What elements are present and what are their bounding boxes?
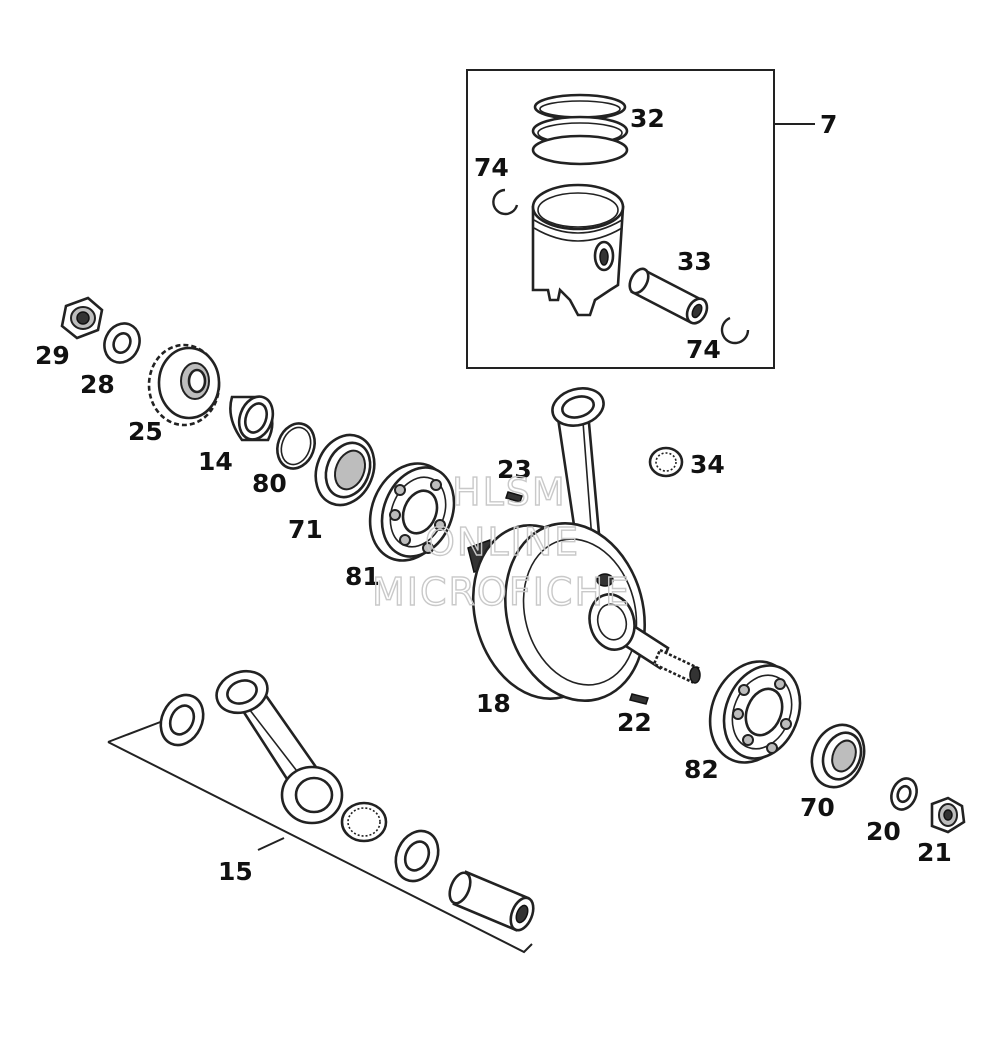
label-15: 15 xyxy=(218,857,253,886)
key-part-22 xyxy=(629,693,649,705)
label-18: 18 xyxy=(476,689,511,718)
seal-part-70 xyxy=(810,723,866,789)
bearing-part-81 xyxy=(368,462,456,562)
label-20: 20 xyxy=(866,817,901,846)
piston-kit-group: 32 74 33 74 xyxy=(466,69,815,369)
label-7: 7 xyxy=(820,110,837,139)
label-22: 22 xyxy=(617,708,652,737)
piston-part xyxy=(531,183,625,317)
conrod-part xyxy=(215,669,344,825)
gear-part-25 xyxy=(147,343,221,427)
seal-part-71 xyxy=(314,433,376,507)
label-71: 71 xyxy=(288,515,323,544)
spacer-part-14 xyxy=(229,395,275,442)
label-74-upper: 74 xyxy=(474,153,509,182)
o-ring-part-80 xyxy=(276,422,316,470)
needle-bearing-part-34 xyxy=(648,446,684,478)
watermark-line-3: MICROFICHE xyxy=(372,570,631,614)
watermark-line-1: HLSM xyxy=(452,470,567,514)
nut-part-21 xyxy=(930,796,966,834)
bearing-part-82 xyxy=(708,660,802,764)
conrod-kit-bracket xyxy=(107,720,533,954)
label-23: 23 xyxy=(497,455,532,484)
label-14: 14 xyxy=(198,447,233,476)
needle-bearing-part xyxy=(340,801,388,843)
thrust-washer-part-lower xyxy=(394,829,440,883)
label-29: 29 xyxy=(35,341,70,370)
label-81: 81 xyxy=(345,562,380,591)
key-part-23 xyxy=(505,491,523,503)
label-21: 21 xyxy=(917,838,952,867)
nut-part-29 xyxy=(60,296,104,340)
label-32: 32 xyxy=(630,104,665,133)
label-80: 80 xyxy=(252,469,287,498)
conrod-kit-group xyxy=(107,669,535,954)
label-33: 33 xyxy=(677,247,712,276)
washer-part-20 xyxy=(890,777,918,811)
watermark: HLSM ONLINE MICROFICHE xyxy=(371,469,631,614)
piston-kit-box xyxy=(466,69,775,369)
piston-rings-part xyxy=(531,93,629,166)
label-28: 28 xyxy=(80,370,115,399)
label-34: 34 xyxy=(690,450,725,479)
label-74-lower: 74 xyxy=(686,335,721,364)
crank-pin-part xyxy=(448,870,535,932)
label-25: 25 xyxy=(128,417,163,446)
circlip-part-lower xyxy=(720,316,750,345)
thrust-washer-part-upper xyxy=(159,693,205,747)
washer-part-28 xyxy=(103,322,141,364)
watermark-line-2: ONLINE xyxy=(425,520,580,564)
circlip-part-upper xyxy=(492,188,519,216)
leader-15 xyxy=(257,837,285,851)
crankshaft-part-18 xyxy=(467,387,701,702)
piston-pin-part xyxy=(628,267,709,325)
label-70: 70 xyxy=(800,793,835,822)
label-82: 82 xyxy=(684,755,719,784)
